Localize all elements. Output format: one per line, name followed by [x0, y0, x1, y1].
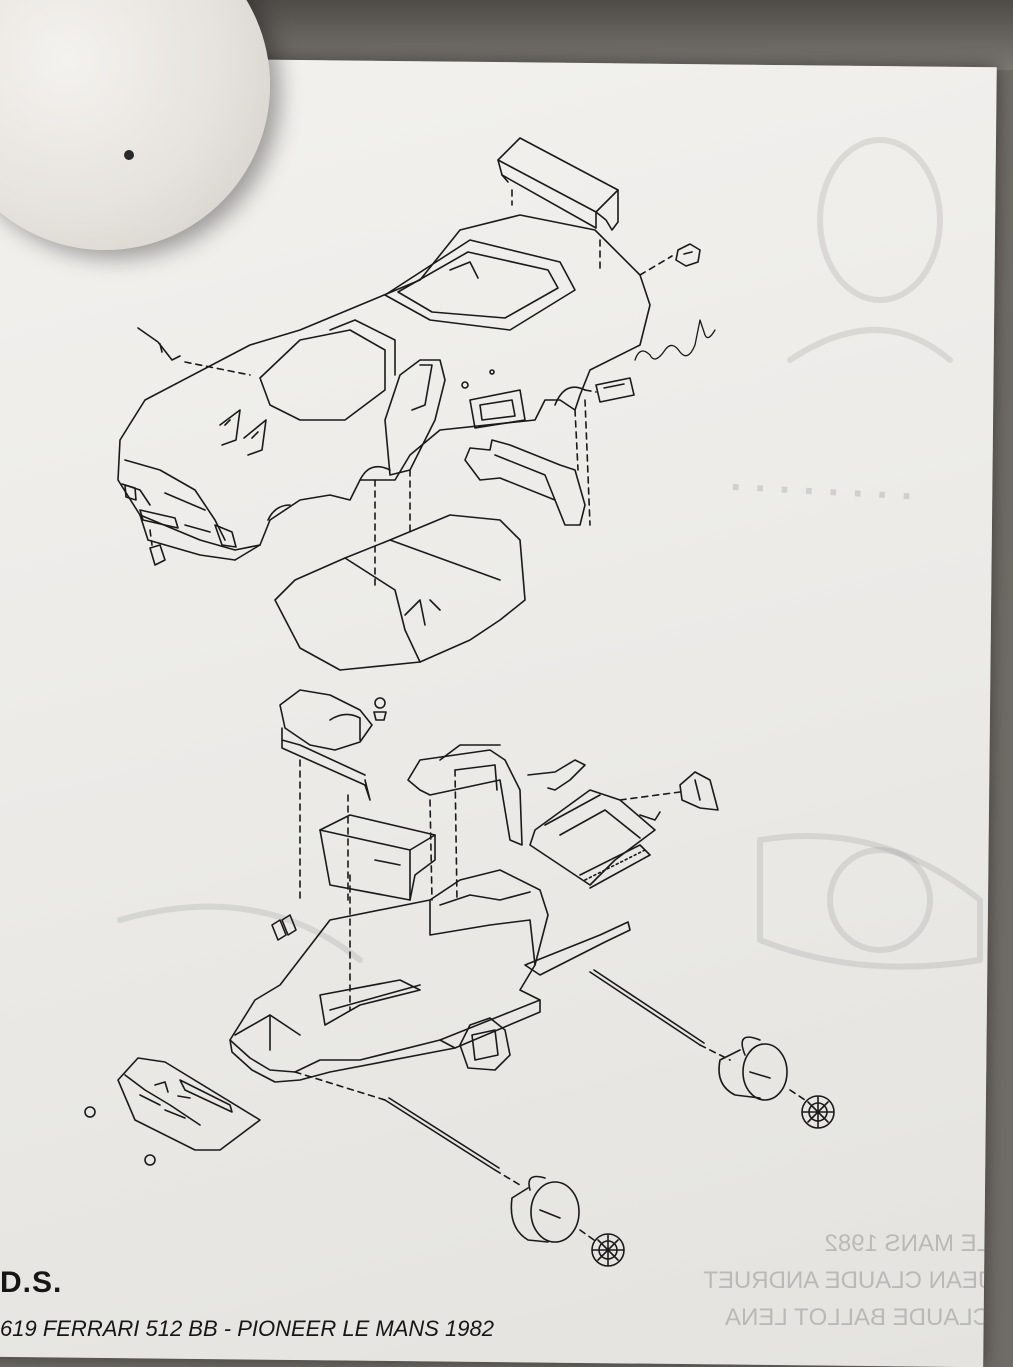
guide-rear-wheel: [789, 1089, 806, 1101]
guide-glass: [374, 469, 411, 591]
window-glass: [274, 514, 526, 671]
guide-plate: [149, 529, 153, 546]
front-bumper: [117, 1057, 261, 1151]
guide-nut: [639, 255, 673, 276]
front-axle: [384, 1099, 496, 1171]
pin-hole: [124, 150, 134, 160]
rear-nut: [675, 243, 701, 267]
signature-graphic: [634, 319, 716, 361]
bleed-through-graphic: [117, 137, 983, 970]
bumper-pin-2: [144, 1154, 156, 1166]
antenna: [137, 327, 181, 361]
body-shell: [117, 214, 651, 561]
rear-tire: [718, 1036, 788, 1101]
guide-tank: [349, 769, 458, 1011]
bleed-through-text: LE MANS 1982 JEAN CLAUDE ANDRUET CLAUDE …: [690, 1225, 990, 1336]
small-pins: [271, 914, 297, 941]
model-caption: 619 FERRARI 512 BB - PIONEER LE MANS 198…: [0, 1316, 494, 1341]
chassis: [229, 869, 549, 1083]
rear-wing: [497, 137, 619, 231]
fuel-tank: [319, 814, 436, 901]
rear-axle: [589, 971, 701, 1046]
guide-light: [584, 389, 597, 393]
bumper-pin-1: [84, 1106, 96, 1118]
guide-front-wheel: [579, 1229, 595, 1241]
roll-cage: [407, 744, 523, 846]
rear-strut: [527, 759, 586, 791]
bleed-line-2: JEAN CLAUDE ANDRUET: [703, 1267, 990, 1294]
front-tire: [510, 1175, 580, 1243]
wing-stay: [679, 771, 719, 811]
guide-tray: [574, 399, 591, 526]
guide-dash: [299, 759, 349, 901]
front-plate: [149, 544, 166, 566]
wing-guide: [511, 189, 601, 269]
interior-tray: [464, 439, 586, 526]
front-rim: [591, 1233, 625, 1267]
guide-engine: [619, 791, 681, 801]
bleed-line-3: CLAUDE BALLOT LENA: [725, 1304, 990, 1331]
rear-rim: [801, 1095, 835, 1129]
rear-axle-2: [593, 969, 705, 1044]
dash-part: [279, 689, 373, 801]
side-light: [595, 377, 635, 403]
engine-block: [529, 789, 661, 889]
side-bar: [524, 921, 631, 976]
steering-knob: [373, 697, 387, 721]
front-axle-2: [388, 1097, 500, 1169]
bleed-line-1: LE MANS 1982: [824, 1230, 990, 1257]
guide-antenna: [184, 361, 251, 376]
driver-seat: [459, 1017, 511, 1071]
brand-label: D.S.: [0, 1266, 63, 1299]
